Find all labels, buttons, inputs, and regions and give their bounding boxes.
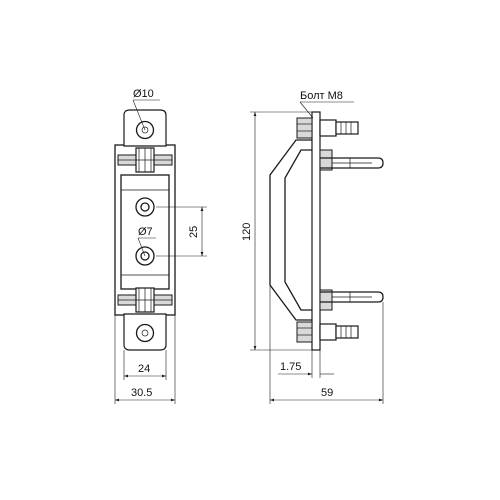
front-top-hole [135,120,155,140]
dim-hole-spacing: 25 [188,226,200,238]
front-bottom-hole [135,323,155,343]
front-top-tab [123,109,167,147]
label-hole-top-diameter: Ø10 [133,88,154,100]
front-mid-hole-lower [135,246,155,266]
side-plate [311,111,321,351]
front-bottom-clamp [117,287,173,313]
side-bottom-bolt [296,321,359,343]
front-bottom-tab [123,313,167,351]
dim-thickness: 1.75 [280,361,301,373]
dim-inner-width: 24 [138,363,150,375]
front-mid-hole-upper [135,197,155,217]
side-top-bolt [296,117,359,139]
dim-height: 120 [241,223,253,241]
dim-depth: 59 [321,387,333,399]
front-view [114,109,176,351]
side-bottom-contact [319,289,384,311]
label-hole-mid-diameter: Ø7 [138,226,153,238]
side-view [269,111,384,351]
front-top-clamp [117,147,173,173]
side-top-contact [319,149,384,171]
dim-outer-width: 30.5 [131,387,152,399]
side-bracket [269,139,312,321]
label-bolt: Болт М8 [300,90,343,102]
